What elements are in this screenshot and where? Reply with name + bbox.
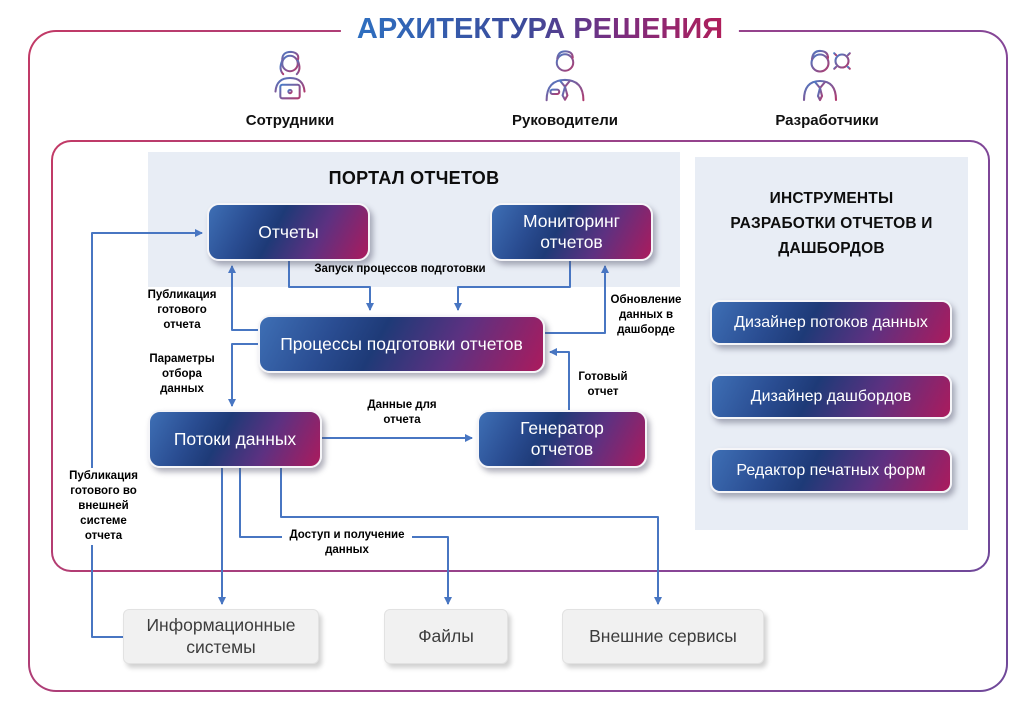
node-data-flows: Потоки данных — [148, 410, 322, 468]
page-title: АРХИТЕКТУРА РЕШЕНИЯ — [340, 13, 740, 46]
actor-employees-label: Сотрудники — [245, 112, 335, 129]
actor-employees: Сотрудники — [225, 48, 355, 129]
label-publish-external: Публикация готового во внешней системе о… — [65, 468, 142, 545]
node-reports: Отчеты — [207, 203, 370, 261]
actor-developers-label: Разработчики — [775, 112, 879, 129]
external-services: Внешние сервисы — [562, 609, 764, 664]
edge-generator-to-processes — [549, 348, 570, 410]
label-start-processes: Запуск процессов подготовки — [314, 263, 486, 275]
tools-title: ИНСТРУМЕНТЫ РАЗРАБОТКИ ОТЧЕТОВ И ДАШБОРД… — [730, 190, 933, 257]
edge-flows-to-services — [280, 468, 662, 605]
manager-icon — [545, 50, 585, 102]
label-report-data: Данные для отчета — [367, 399, 437, 426]
edge-processes-to-flows — [228, 343, 258, 407]
node-report-generator: Генератор отчетов — [477, 410, 647, 468]
actor-managers-label: Руководители — [512, 112, 618, 129]
tool-print-form-editor: Редактор печатных форм — [710, 448, 952, 493]
edge-processes-to-monitoring — [545, 265, 609, 334]
label-ready-report: Готовый отчет — [578, 371, 628, 398]
edge-external-publish-to-reports — [91, 229, 203, 638]
actor-managers: Руководители — [500, 48, 630, 129]
label-dashboard-update: Обновление данных в дашборде — [610, 294, 682, 336]
developer-gear-icon — [802, 48, 855, 102]
label-data-access: Доступ и получение данных — [282, 527, 412, 559]
employee-laptop-icon — [272, 50, 308, 102]
edge-processes-to-reports — [228, 265, 258, 331]
edge-monitoring-to-processes — [454, 261, 571, 311]
label-selection-params: Параметры отбора данных — [149, 353, 215, 395]
tool-data-flow-designer: Дизайнер потоков данных — [710, 300, 952, 345]
node-monitoring: Мониторинг отчетов — [490, 203, 653, 261]
tool-dashboard-designer: Дизайнер дашбордов — [710, 374, 952, 419]
external-information-systems: Информационные системы — [123, 609, 319, 664]
portal-title: ПОРТАЛ ОТЧЕТОВ — [328, 168, 500, 188]
external-files: Файлы — [384, 609, 508, 664]
label-publish-report: Публикация готового отчета — [147, 289, 217, 331]
actor-developers: Разработчики — [762, 44, 892, 129]
edge-reports-to-processes — [288, 261, 374, 311]
node-processes: Процессы подготовки отчетов — [258, 315, 545, 373]
